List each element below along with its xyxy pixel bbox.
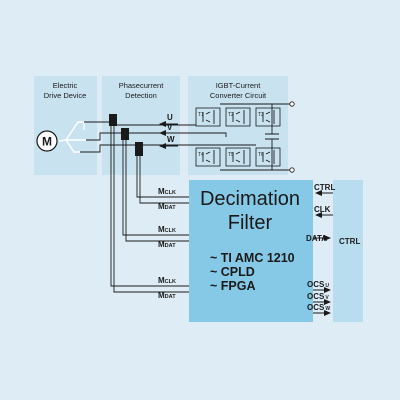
igbt-label-1: IGBT-Current [216, 81, 262, 90]
signal-label-ocs-u: OCSU [307, 280, 329, 289]
filter-title-line1: Decimation [200, 188, 300, 210]
signal-label-ctrl: CTRL [314, 183, 335, 192]
filter-option-cpld: ~ CPLD [210, 265, 255, 279]
ctrl-panel [333, 180, 363, 322]
igbt-label-t2: T2 [228, 112, 234, 118]
signal-label-ocs-v: OCSV [307, 292, 329, 301]
sensor-wires [110, 126, 196, 293]
igbt-switch-t2 [225, 107, 251, 127]
filter-option-fpga: ~ FPGA [210, 279, 256, 293]
igbt-label-2: Converter Circuit [210, 91, 267, 100]
dc-bus [220, 101, 295, 173]
phasecurrent-label-1: Phasecurrent [119, 81, 165, 90]
igbt-label-t4: T4 [198, 152, 204, 158]
ctrl-block-label: CTRL [339, 237, 360, 246]
control-signals [313, 190, 333, 316]
signal-label-ocs-w: OCSW [307, 303, 330, 312]
filter-inputs: MCLK MDAT MCLK MDAT MCLK MDAT [158, 187, 176, 300]
igbt-switch-t1 [195, 107, 221, 127]
signal-label-data: DATA [306, 234, 327, 243]
igbt-label-t3: T3 [258, 112, 264, 118]
igbt-switch-t4 [195, 147, 221, 167]
igbt-label-t1: T1 [198, 112, 204, 118]
input-label-mdat-1: MDAT [158, 202, 176, 211]
phase-arrows [159, 121, 178, 149]
current-sensor-v [121, 128, 129, 140]
input-label-mclk-2: MCLK [158, 225, 176, 234]
igbt-panel [188, 76, 288, 175]
input-label-mdat-3: MDAT [158, 291, 176, 300]
filter-option-ti: ~ TI AMC 1210 [210, 251, 295, 265]
igbt-label-t6: T6 [258, 152, 264, 158]
decimation-filter-box [189, 180, 313, 322]
current-sensor-w [135, 142, 143, 156]
motor-label: M [42, 135, 52, 149]
motor-icon [36, 130, 58, 152]
igbt-switch-t3 [255, 107, 281, 127]
input-label-mdat-2: MDAT [158, 240, 176, 249]
current-sensors [109, 114, 143, 156]
signal-label-clk: CLK [314, 205, 331, 214]
phasecurrent-label-2: Detection [125, 91, 157, 100]
current-sensor-u [109, 114, 117, 126]
phase-label-u: U [167, 113, 173, 122]
electric-drive-label-2: Drive Device [44, 91, 87, 100]
filter-title-line2: Filter [228, 212, 273, 234]
igbt-switch-t6 [255, 147, 281, 167]
igbt-switch-t5 [225, 147, 251, 167]
motor-windings [58, 121, 86, 153]
igbt-label-t5: T5 [228, 152, 234, 158]
igbt-switch-array [188, 107, 281, 167]
input-label-mclk-1: MCLK [158, 187, 176, 196]
electric-drive-label-1: Electric [53, 81, 78, 90]
igbt-labels: T1 T2 T3 T4 T5 T6 [198, 112, 264, 158]
input-label-mclk-3: MCLK [158, 276, 176, 285]
electric-drive-panel [34, 76, 97, 175]
phase-label-v: V [167, 123, 173, 132]
phase-label-w: W [167, 135, 175, 144]
